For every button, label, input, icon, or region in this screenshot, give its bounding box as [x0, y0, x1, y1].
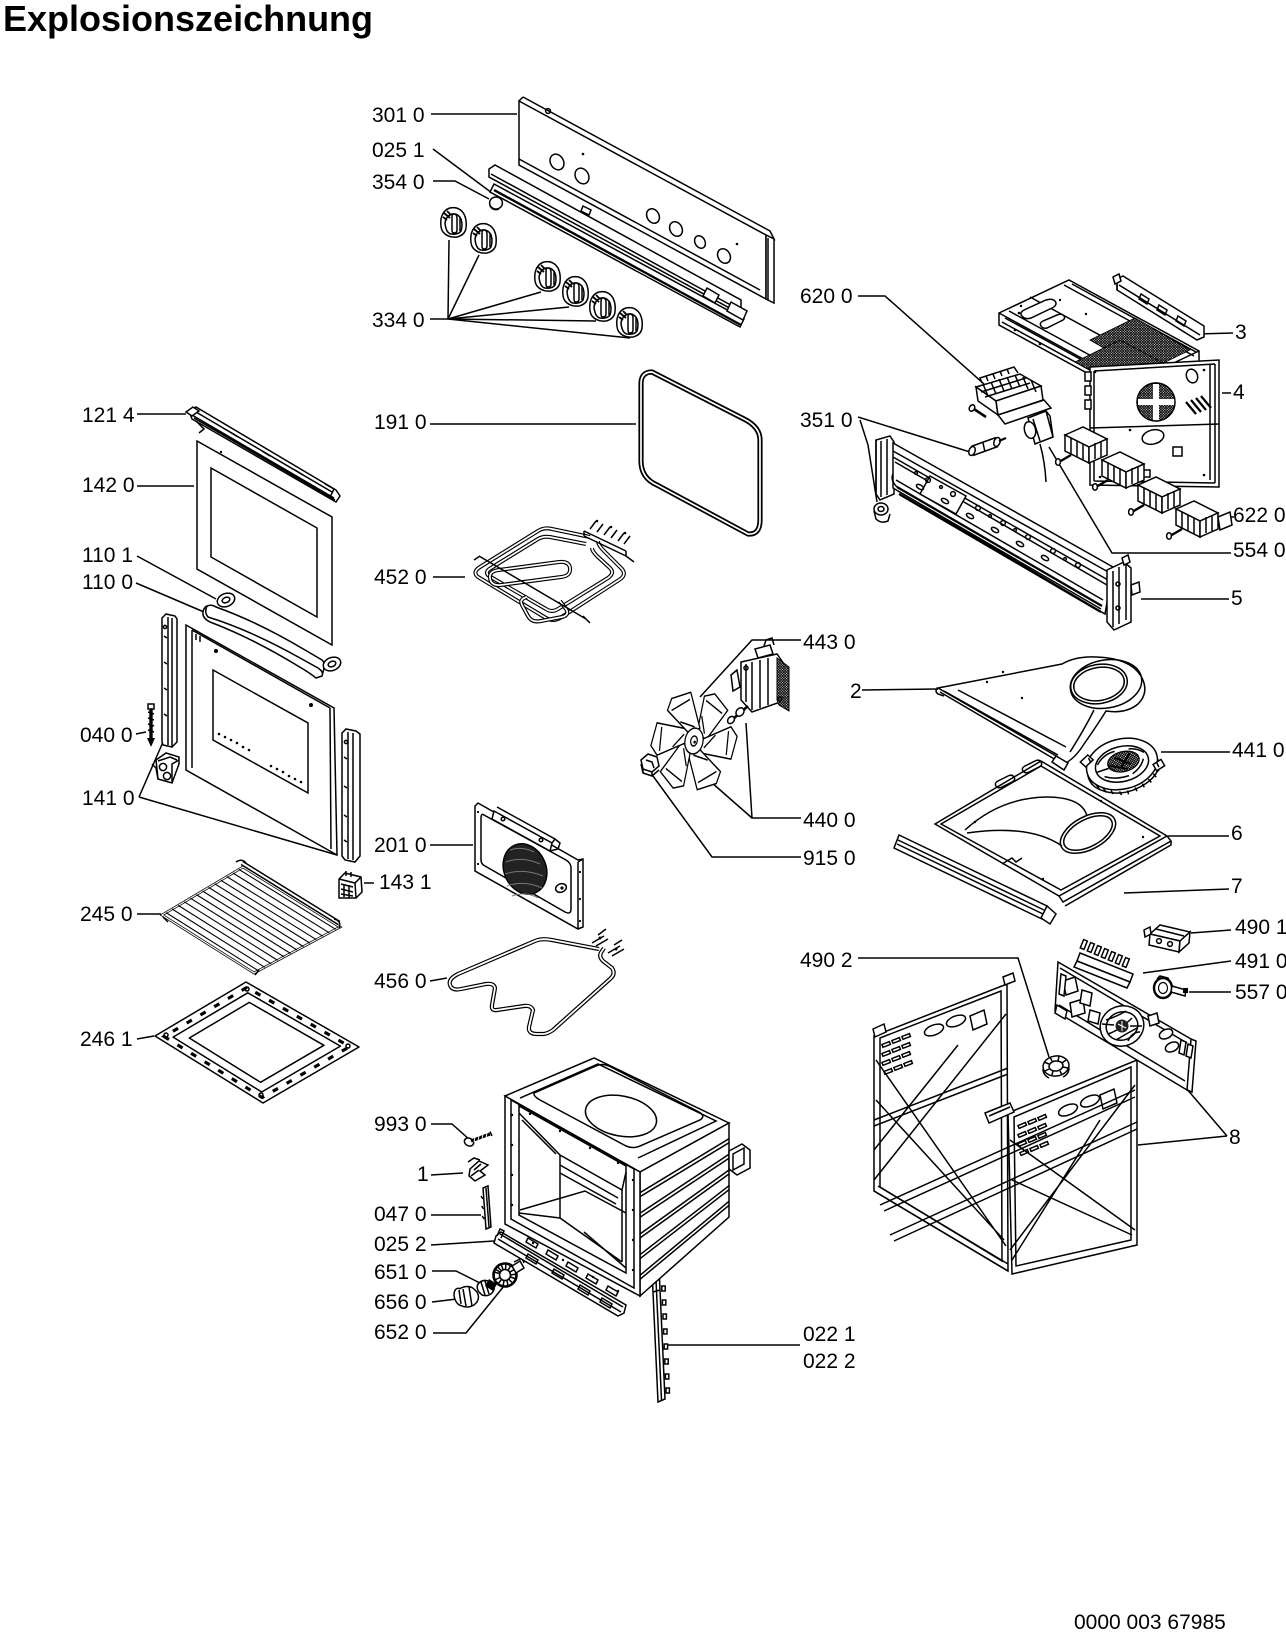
svg-text:025 1: 025 1: [372, 139, 425, 162]
svg-text:7: 7: [1231, 875, 1243, 898]
svg-text:490 2: 490 2: [800, 949, 853, 972]
svg-text:441 0: 441 0: [1232, 739, 1285, 762]
svg-text:4: 4: [1233, 381, 1245, 404]
svg-text:354 0: 354 0: [372, 171, 425, 194]
svg-text:246 1: 246 1: [80, 1028, 133, 1051]
svg-text:6: 6: [1231, 822, 1243, 845]
svg-text:554 0: 554 0: [1233, 539, 1286, 562]
svg-text:022 1: 022 1: [803, 1323, 856, 1346]
svg-text:334 0: 334 0: [372, 309, 425, 332]
svg-text:191 0: 191 0: [374, 411, 427, 434]
svg-text:440 0: 440 0: [803, 809, 856, 832]
svg-text:656 0: 656 0: [374, 1291, 427, 1314]
svg-text:025 2: 025 2: [374, 1233, 427, 1256]
svg-text:142 0: 142 0: [82, 474, 135, 497]
svg-text:915 0: 915 0: [803, 847, 856, 870]
svg-text:452 0: 452 0: [374, 566, 427, 589]
svg-text:651 0: 651 0: [374, 1261, 427, 1284]
svg-text:490 1: 490 1: [1235, 916, 1286, 939]
svg-text:245 0: 245 0: [80, 903, 133, 926]
svg-text:993 0: 993 0: [374, 1113, 427, 1136]
svg-text:201 0: 201 0: [374, 834, 427, 857]
svg-text:110 0: 110 0: [82, 571, 133, 594]
svg-text:301 0: 301 0: [372, 104, 425, 127]
svg-text:652 0: 652 0: [374, 1321, 427, 1344]
svg-text:491 0: 491 0: [1235, 950, 1286, 973]
svg-text:557 0: 557 0: [1235, 981, 1286, 1004]
svg-text:351 0: 351 0: [800, 409, 853, 432]
svg-text:456 0: 456 0: [374, 970, 427, 993]
svg-text:2: 2: [850, 680, 862, 703]
svg-text:040 0: 040 0: [80, 724, 133, 747]
svg-text:143 1: 143 1: [379, 871, 432, 894]
svg-text:1: 1: [417, 1163, 429, 1186]
svg-text:110 1: 110 1: [82, 544, 133, 567]
svg-text:047 0: 047 0: [374, 1203, 427, 1226]
svg-text:622 0: 622 0: [1233, 504, 1286, 527]
svg-text:141 0: 141 0: [82, 787, 135, 810]
svg-text:5: 5: [1231, 587, 1243, 610]
svg-text:Explosionszeichnung: Explosionszeichnung: [3, 0, 373, 39]
svg-text:022 2: 022 2: [803, 1350, 856, 1373]
svg-text:443 0: 443 0: [803, 631, 856, 654]
svg-text:8: 8: [1229, 1126, 1241, 1149]
svg-text:3: 3: [1235, 321, 1247, 344]
svg-text:620 0: 620 0: [800, 285, 853, 308]
svg-text:0000 003 67985: 0000 003 67985: [1074, 1611, 1226, 1632]
svg-text:121 4: 121 4: [82, 404, 135, 427]
